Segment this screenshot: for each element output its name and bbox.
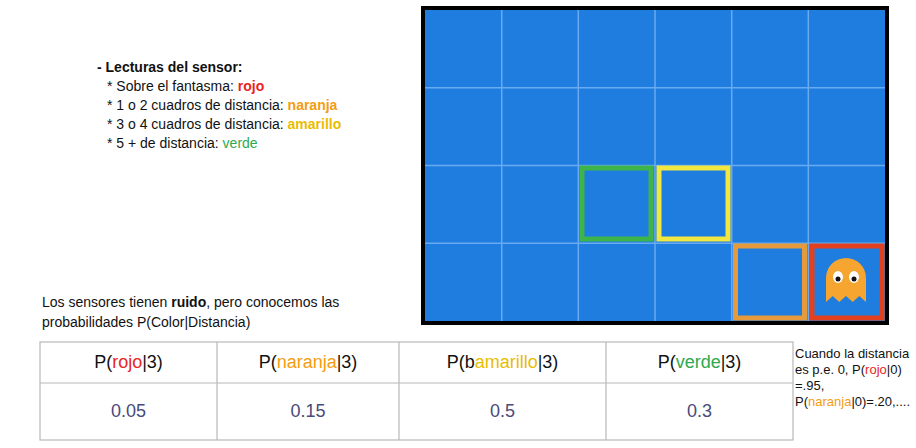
table-cell: P(bamarillo|3) [399,342,606,383]
table-cell: 0.05 [40,383,217,440]
cell-content: 0.15 [290,401,325,422]
table-lines [40,342,793,440]
text-line: - Lecturas del sensor: [97,58,407,77]
text-line: * Sobre el fantasma:rojo [97,77,407,96]
table-cell: P(verde|3) [606,342,793,383]
orange-cell [736,246,805,318]
ghost-icon [826,258,866,302]
label-text: amarillo [475,352,538,372]
text-line: * 5 + de distancia:verde [97,134,407,153]
green-cell [582,168,651,239]
label-text: ruido [171,294,206,310]
label-text: * Sobre el fantasma: [107,78,234,94]
cell-content: P(rojo|3) [94,352,163,373]
table-cell: P(naranja|3) [217,342,399,383]
label-text: naranja [277,352,337,372]
table-cell: P(rojo|3) [40,342,217,383]
label-text: Los sensores tienen [42,294,167,310]
label-text: rojo [238,78,264,94]
label-text: naranja [288,97,338,113]
label-text: |0)=.20,.... [851,394,910,409]
label-text: rojo [865,362,887,377]
label-text: P( [658,352,676,372]
label-text: naranja [808,394,851,409]
note-text: Los sensores tienenruido, pero conocemos… [42,292,414,332]
side-note: Cuando la distancia es p.e. 0, P(rojo|0)… [795,346,913,410]
label-text: |3) [337,352,358,372]
label-text: |3) [538,352,559,372]
label-text: 0.5 [490,401,515,421]
yellow-cell [659,168,728,239]
label-text: amarillo [288,116,342,132]
grid-lines [425,10,885,321]
label-text: rojo [112,352,142,372]
table-cell: 0.3 [606,383,793,440]
grid-frame [423,8,887,323]
text-line: * 1 o 2 cuadros de distancia:naranja [97,96,407,115]
cell-content: 0.05 [111,401,146,422]
table-cell: 0.15 [217,383,399,440]
cell-content: P(naranja|3) [259,352,358,373]
label-text: |3) [721,352,742,372]
text-flow: Los sensores tienenruido, pero conocemos… [42,292,414,332]
sensor-legend: - Lecturas del sensor: * Sobre el fantasm… [97,58,407,153]
text-line: * 3 o 4 cuadros de distancia:amarillo [97,115,407,134]
cell-content: 0.3 [687,401,712,422]
label-text: 0.05 [111,401,146,421]
cell-content: P(bamarillo|3) [447,352,559,373]
text-flow: Cuando la distancia es p.e. 0, P(rojo|0)… [795,346,913,410]
label-text: 0.15 [290,401,325,421]
label-text: * 5 + de distancia: [107,135,219,151]
label-text: |3) [142,352,163,372]
red-cell [812,246,882,318]
label-text: verde [676,352,721,372]
label-text: verde [223,135,258,151]
table-cell: 0.5 [399,383,606,440]
label-text: P( [94,352,112,372]
label-text: * 1 o 2 cuadros de distancia: [107,97,284,113]
label-text: - Lecturas del sensor: [97,59,243,75]
label-text: P(b [447,352,475,372]
label-text: * 3 o 4 cuadros de distancia: [107,116,284,132]
cell-content: 0.5 [490,401,515,422]
cell-content: P(verde|3) [658,352,742,373]
label-text: 0.3 [687,401,712,421]
label-text: P( [259,352,277,372]
